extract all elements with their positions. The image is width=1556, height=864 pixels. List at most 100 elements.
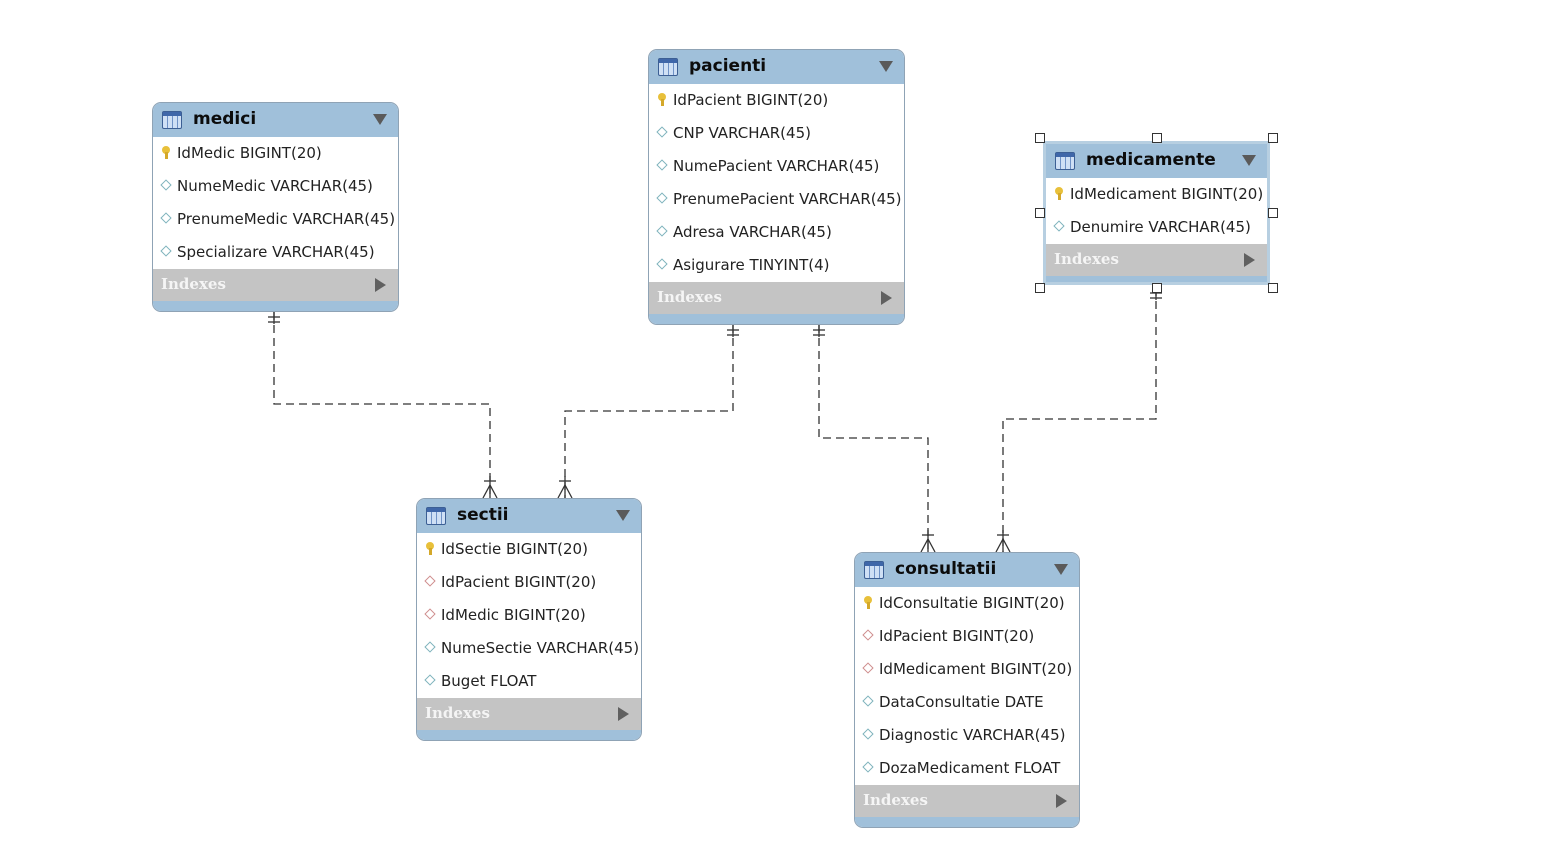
indexes-section[interactable]: Indexes	[1046, 244, 1267, 276]
table-pacienti[interactable]: pacienti IdPacient BIGINT(20) CNP VARCHAR…	[648, 49, 905, 325]
indexes-section[interactable]: Indexes	[855, 785, 1079, 817]
column-label: DozaMedicament FLOAT	[879, 759, 1061, 777]
column-label: IdMedicament BIGINT(20)	[879, 660, 1073, 678]
column-row[interactable]: IdConsultatie BIGINT(20)	[855, 587, 1079, 620]
expand-arrow-icon[interactable]	[1244, 253, 1255, 267]
column-row[interactable]: Buget FLOAT	[417, 665, 641, 698]
column-list: IdSectie BIGINT(20)IdPacient BIGINT(20)I…	[417, 533, 641, 698]
column-label: Adresa VARCHAR(45)	[673, 223, 832, 241]
table-footer	[153, 301, 398, 311]
expand-arrow-icon[interactable]	[618, 707, 629, 721]
column-row[interactable]: Asigurare TINYINT(4)	[649, 249, 904, 282]
column-row[interactable]: NumeSectie VARCHAR(45)	[417, 632, 641, 665]
table-name: medici	[193, 109, 257, 129]
resize-handle[interactable]	[1035, 283, 1045, 293]
table-header[interactable]: pacienti	[649, 50, 904, 84]
table-header[interactable]: consultatii	[855, 553, 1079, 587]
foreign-key-diamond-icon	[862, 662, 874, 674]
expand-arrow-icon[interactable]	[1056, 794, 1067, 808]
resize-handle[interactable]	[1268, 283, 1278, 293]
primary-key-icon	[1055, 187, 1063, 200]
expand-arrow-icon[interactable]	[375, 278, 386, 292]
column-row[interactable]: PrenumeMedic VARCHAR(45)	[153, 203, 398, 236]
relationship-pacienti-consultatii-crowfoot	[920, 537, 936, 553]
column-diamond-icon	[656, 258, 668, 270]
column-row[interactable]: NumeMedic VARCHAR(45)	[153, 170, 398, 203]
column-diamond-icon	[1053, 220, 1065, 232]
column-diamond-icon	[424, 641, 436, 653]
column-label: Denumire VARCHAR(45)	[1070, 218, 1251, 236]
collapse-toggle-icon[interactable]	[1054, 564, 1068, 575]
column-row[interactable]: IdMedicament BIGINT(20)	[855, 653, 1079, 686]
column-label: IdConsultatie BIGINT(20)	[879, 594, 1065, 612]
resize-handle[interactable]	[1151, 283, 1162, 293]
indexes-section[interactable]: Indexes	[649, 282, 904, 314]
table-header[interactable]: medicamente	[1046, 144, 1267, 178]
resize-handle[interactable]	[1035, 208, 1045, 218]
primary-key-icon	[426, 542, 434, 555]
table-consultatii[interactable]: consultatii IdConsultatie BIGINT(20) IdPa…	[854, 552, 1080, 828]
column-diamond-icon	[656, 225, 668, 237]
expand-arrow-icon[interactable]	[881, 291, 892, 305]
table-footer	[855, 817, 1079, 827]
column-label: PrenumePacient VARCHAR(45)	[673, 190, 902, 208]
table-name: consultatii	[895, 559, 997, 579]
column-row[interactable]: DozaMedicament FLOAT	[855, 752, 1079, 785]
column-label: CNP VARCHAR(45)	[673, 124, 811, 142]
indexes-section[interactable]: Indexes	[153, 269, 398, 301]
collapse-toggle-icon[interactable]	[879, 61, 893, 72]
relationship-pacienti-consultatii-line	[818, 325, 929, 552]
column-row[interactable]: PrenumePacient VARCHAR(45)	[649, 183, 904, 216]
column-row[interactable]: DataConsultatie DATE	[855, 686, 1079, 719]
collapse-toggle-icon[interactable]	[616, 510, 630, 521]
table-header[interactable]: sectii	[417, 499, 641, 533]
column-row[interactable]: NumePacient VARCHAR(45)	[649, 150, 904, 183]
table-icon	[864, 561, 884, 579]
column-label: Diagnostic VARCHAR(45)	[879, 726, 1066, 744]
column-label: PrenumeMedic VARCHAR(45)	[177, 210, 396, 228]
column-row[interactable]: IdSectie BIGINT(20)	[417, 533, 641, 566]
table-name: sectii	[457, 505, 509, 525]
column-label: NumePacient VARCHAR(45)	[673, 157, 880, 175]
indexes-section[interactable]: Indexes	[417, 698, 641, 730]
relationship-medicamente-consultatii-line	[1002, 288, 1157, 552]
column-diamond-icon	[862, 728, 874, 740]
table-header[interactable]: medici	[153, 103, 398, 137]
column-row[interactable]: Denumire VARCHAR(45)	[1046, 211, 1267, 244]
column-row[interactable]: IdMedic BIGINT(20)	[417, 599, 641, 632]
primary-key-icon	[864, 596, 872, 609]
relationship-medicamente-consultatii-crowfoot	[995, 537, 1011, 553]
column-label: Asigurare TINYINT(4)	[673, 256, 830, 274]
resize-handle[interactable]	[1268, 208, 1278, 218]
column-row[interactable]: CNP VARCHAR(45)	[649, 117, 904, 150]
resize-handle[interactable]	[1268, 133, 1278, 143]
column-label: IdPacient BIGINT(20)	[673, 91, 829, 109]
resize-handle[interactable]	[1035, 133, 1045, 143]
table-footer	[417, 730, 641, 740]
column-row[interactable]: IdPacient BIGINT(20)	[855, 620, 1079, 653]
column-row[interactable]: IdPacient BIGINT(20)	[417, 566, 641, 599]
column-diamond-icon	[656, 159, 668, 171]
table-name: pacienti	[689, 56, 767, 76]
column-list: IdPacient BIGINT(20) CNP VARCHAR(45) NumeP…	[649, 84, 904, 282]
collapse-toggle-icon[interactable]	[373, 114, 387, 125]
column-row[interactable]: Diagnostic VARCHAR(45)	[855, 719, 1079, 752]
column-row[interactable]: IdMedicament BIGINT(20)	[1046, 178, 1267, 211]
table-name: medicamente	[1086, 150, 1216, 170]
table-sectii[interactable]: sectii IdSectie BIGINT(20)IdPacient BIGI…	[416, 498, 642, 741]
resize-handle[interactable]	[1151, 133, 1162, 143]
collapse-toggle-icon[interactable]	[1242, 155, 1256, 166]
table-icon	[1055, 152, 1075, 170]
column-diamond-icon	[862, 761, 874, 773]
column-list: IdMedicament BIGINT(20) Denumire VARCHAR(…	[1046, 178, 1267, 244]
column-row[interactable]: Specializare VARCHAR(45)	[153, 236, 398, 269]
column-row[interactable]: Adresa VARCHAR(45)	[649, 216, 904, 249]
table-footer	[1046, 276, 1267, 282]
table-medici[interactable]: medici IdMedic BIGINT(20)NumeMedic VARCH…	[152, 102, 399, 312]
column-diamond-icon	[656, 126, 668, 138]
table-medicamente[interactable]: medicamente IdMedicament BIGINT(20) Denum…	[1043, 141, 1270, 285]
indexes-label: Indexes	[657, 288, 722, 306]
column-row[interactable]: IdPacient BIGINT(20)	[649, 84, 904, 117]
column-row[interactable]: IdMedic BIGINT(20)	[153, 137, 398, 170]
